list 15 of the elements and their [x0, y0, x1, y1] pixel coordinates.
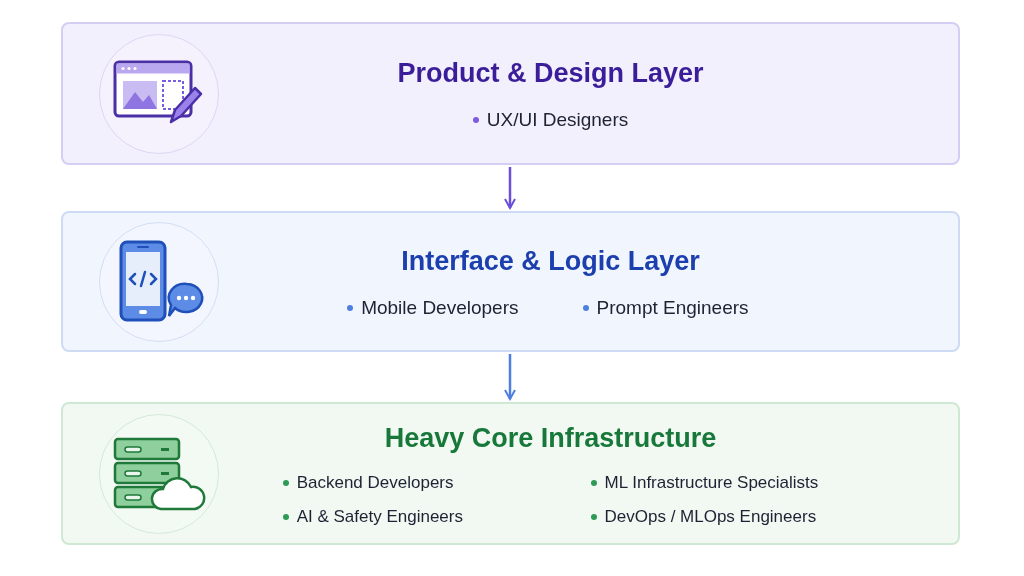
role-item: Prompt Engineers	[596, 295, 749, 320]
layer-panel	[61, 211, 960, 352]
arrow	[504, 354, 516, 400]
role-item: ML Infrastructure Specialists	[604, 472, 819, 495]
role-item: UX/UI Designers	[486, 107, 629, 132]
layer-heading: Heavy Core Infrastructure	[384, 421, 717, 455]
layer-heading: Product & Design Layer	[397, 57, 704, 90]
layer-heading: Interface & Logic Layer	[401, 245, 700, 278]
arrow	[504, 167, 516, 209]
role-item: Backend Developers	[296, 472, 454, 495]
role-item: DevOps / MLOps Engineers	[604, 505, 817, 528]
layer-panel	[61, 402, 960, 545]
layer-panel	[61, 22, 960, 165]
role-item: AI & Safety Engineers	[296, 505, 463, 528]
role-item: Mobile Developers	[361, 295, 519, 320]
